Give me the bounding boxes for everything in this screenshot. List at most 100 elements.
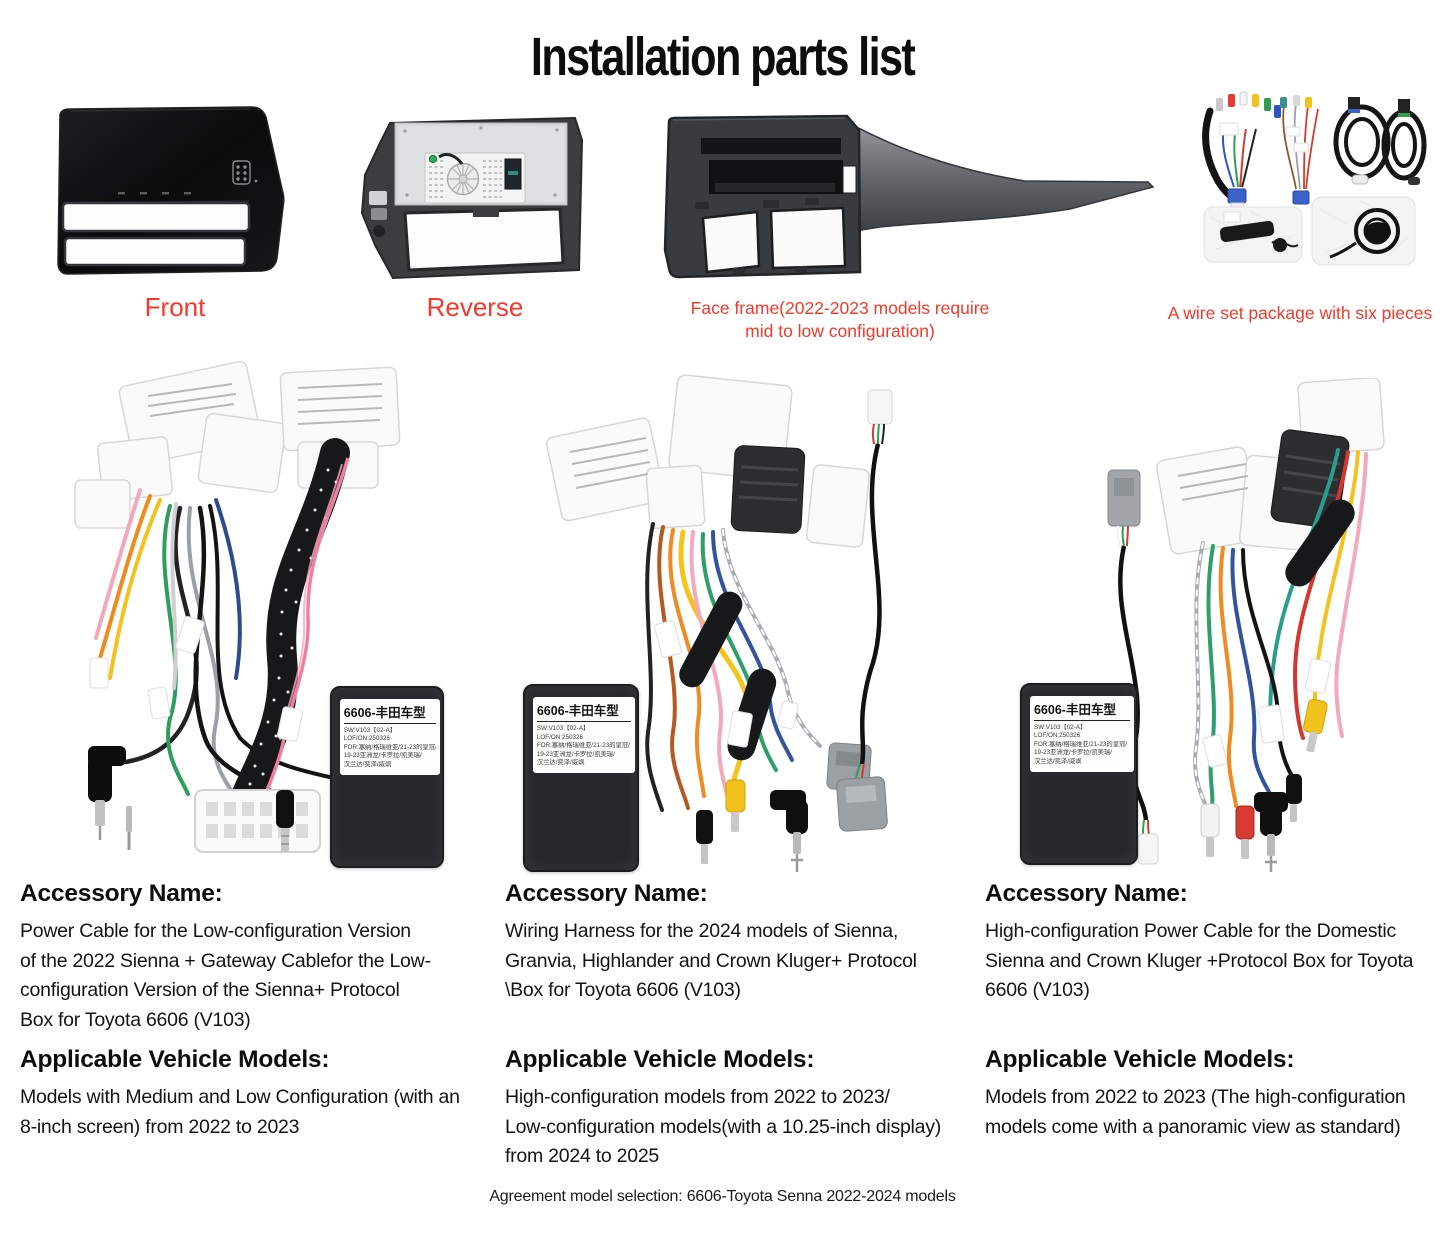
accessory-name-text: Wiring Harness for the 2024 models of Si… (505, 920, 917, 1001)
vehicle-models-heading: Applicable Vehicle Models: (985, 1046, 1295, 1073)
wire-set-photo (1202, 91, 1427, 266)
black-rca-plug (696, 810, 713, 864)
accessory-name-heading: Accessory Name: (985, 880, 1188, 907)
protocol-box-line: SW:V103【02-A】 (343, 726, 397, 734)
face-frame-arm (850, 122, 1155, 232)
right-angle-antenna-plug (88, 746, 126, 840)
hazard-button-icon (232, 160, 258, 185)
rear-port (504, 158, 522, 190)
right-angle-antenna-plug (1254, 792, 1288, 872)
protocol-box-line: LOF/ON:250326 (1033, 732, 1081, 740)
accessory-name-text: Power Cable for the Low-configuration Ve… (20, 920, 431, 1031)
cooling-fan (446, 162, 480, 196)
vent-perforations (429, 160, 502, 198)
vehicle-models-text: Models with Medium and Low Configuration… (20, 1086, 460, 1138)
protocol-box-label: 6606-丰田车型 SW:V103【02-A】 LOF/ON:250326 FO… (1029, 695, 1134, 772)
aux-jack-plug (276, 790, 294, 852)
protocol-box-line: 汉兰达/奕泽/威飒 (536, 759, 585, 767)
vehicle-models-text: High-configuration models from 2022 to 2… (505, 1086, 941, 1167)
caption-wire-set: A wire set package with six pieces (1167, 303, 1433, 323)
protocol-box-line: 汉兰达/奕泽/威飒 (1033, 758, 1082, 766)
vehicle-models-heading: Applicable Vehicle Models: (505, 1046, 815, 1073)
reverse-lower-opening (403, 207, 565, 272)
right-lower-opening (769, 206, 847, 270)
tag-text-lines (569, 437, 651, 489)
protocol-box-line: 19-23亚洲龙/卡罗拉/凯美瑞/ (343, 752, 422, 760)
yellow-rca-plug (1303, 698, 1328, 753)
harness-2-illustration (545, 374, 893, 872)
protocol-box-title: 6606-丰田车型 (536, 700, 631, 723)
black-connector (730, 445, 806, 534)
yellow-rca-plug (725, 779, 746, 832)
harness-photo-3: 6606-丰田车型 SW:V103【02-A】 LOF/ON:250326 FO… (1008, 378, 1445, 880)
protocol-box-line: FOR:塞纳/格瑞维亚/21-23的皇冠/ (536, 742, 630, 750)
accessory-name-text: High-configuration Power Cable for the D… (985, 920, 1414, 1001)
caption-face-frame: Face frame(2022-2023 models require mid … (690, 298, 990, 341)
rca-plugs (1216, 91, 1281, 118)
info-column-2: Accessory Name: Wiring Harness for the 2… (505, 880, 993, 1180)
protocol-box-line: 19-23亚洲龙/卡罗拉/凯美瑞/ (536, 750, 615, 758)
protocol-box-label: 6606-丰田车型 SW:V103【02-A】 LOF/ON:250326 FO… (532, 697, 635, 773)
tape-tags (89, 616, 304, 742)
tape-tags (654, 620, 799, 748)
front-panel-led-marks (118, 192, 191, 195)
harness-photo-1: 6606-丰田车型 SW:V103【02-A】 LOF/ON:250326 FO… (30, 358, 462, 870)
reverse-side-connectors (369, 191, 387, 237)
protocol-box-line: FOR:塞纳/格瑞维亚/21-23的皇冠/ (1033, 740, 1128, 748)
white-connectors (545, 374, 870, 548)
vehicle-models-text: Models from 2022 to 2023 (The high-confi… (985, 1086, 1406, 1138)
white-connectors (1156, 378, 1385, 555)
tag-text-lines (147, 383, 383, 425)
protocol-box-line: LOF/ON:250326 (343, 735, 390, 743)
front-panel-upper-cutout (61, 201, 251, 233)
protocol-box-line: LOF/ON:250326 (536, 733, 584, 741)
protocol-box-line: FOR:塞纳/格瑞维亚/21-23的皇冠/ (343, 743, 437, 751)
info-column-3: Accessory Name: High-configuration Power… (985, 880, 1445, 1180)
speckled-loom (231, 438, 350, 811)
info-column-1: Accessory Name: Power Cable for the Low-… (20, 880, 512, 1180)
protocol-box-line: SW:V103【02-A】 (1033, 723, 1087, 731)
wire-strands (645, 522, 822, 812)
thin-camera-cable (836, 389, 893, 832)
protocol-box-title: 6606-丰田车型 (1033, 699, 1130, 721)
wire-strands (94, 488, 362, 802)
display-slot (701, 138, 841, 154)
face-frame-photo (663, 114, 1155, 279)
harness-3-illustration (1107, 378, 1385, 872)
antenna-pin (126, 806, 132, 850)
harness-photo-2: 6606-丰田车型 SW:V103【02-A】 LOF/ON:250326 FO… (498, 372, 984, 877)
front-panel-lower-cutout (63, 236, 247, 267)
harness-1-illustration (74, 360, 401, 853)
thin-harness (1280, 95, 1319, 205)
left-lower-opening (701, 210, 761, 274)
packaged-gps-bag (1311, 196, 1416, 266)
protocol-box-title: 6606-丰田车型 (343, 702, 437, 724)
protocol-box-label: 6606-丰田车型 SW:V103【02-A】 LOF/ON:250326 FO… (339, 698, 441, 775)
inline-module (1285, 499, 1355, 587)
agreement-model-note: Agreement model selection: 6606-Toyota S… (489, 1188, 956, 1205)
mounting-tabs (695, 198, 819, 274)
vehicle-models-heading: Applicable Vehicle Models: (20, 1046, 330, 1073)
protocol-box: 6606-丰田车型 SW:V103【02-A】 LOF/ON:250326 FO… (1020, 683, 1138, 865)
accessory-name-heading: Accessory Name: (505, 880, 708, 907)
multi-pin-connector (194, 789, 321, 853)
tape-tags (1202, 658, 1332, 768)
protocol-box-line: 19-23亚洲龙/卡罗拉/凯美瑞/ (1033, 749, 1112, 757)
red-rca-plug (1235, 805, 1255, 859)
caption-front: Front (144, 292, 206, 322)
blue-connector-small (1292, 190, 1310, 205)
caption-reverse: Reverse (426, 292, 524, 322)
right-angle-antenna-plug (770, 790, 808, 872)
accessory-name-heading: Accessory Name: (20, 880, 223, 907)
black-rca-plug (1286, 774, 1302, 822)
pink-twisted-wire (264, 457, 350, 795)
protocol-box-line: SW:V103【02-A】 (536, 725, 590, 733)
protocol-box-line: 汉兰达/奕泽/威飒 (343, 761, 392, 769)
tag-text-lines (1177, 463, 1249, 501)
front-panel-photo (57, 106, 285, 275)
page-title: Installation parts list (530, 27, 916, 87)
white-rca-plug (1200, 803, 1220, 857)
reverse-unit-photo (360, 116, 584, 280)
inline-modules (679, 591, 777, 761)
